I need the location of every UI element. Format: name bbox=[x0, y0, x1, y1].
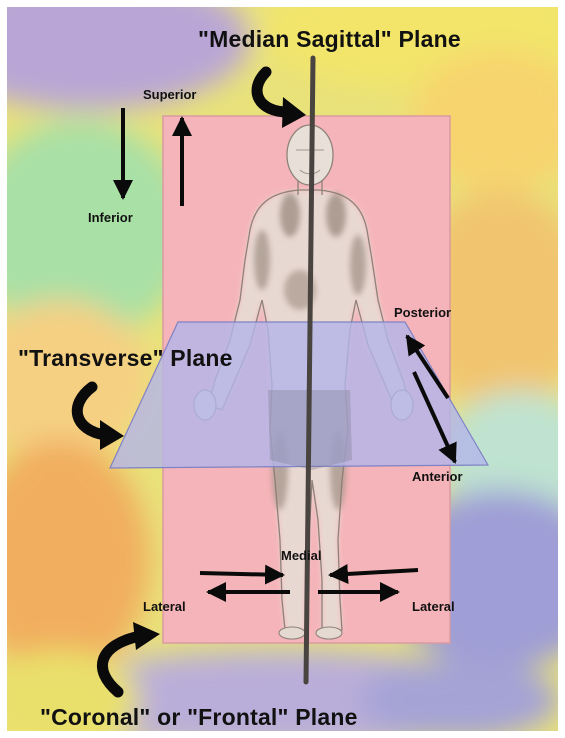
anterior-label: Anterior bbox=[412, 470, 463, 483]
medial-label: Medial bbox=[281, 549, 321, 562]
median-sagittal-plane-label: "Median Sagittal" Plane bbox=[198, 28, 461, 51]
coronal-frontal-plane-label: "Coronal" or "Frontal" Plane bbox=[40, 706, 358, 729]
posterior-label: Posterior bbox=[394, 306, 451, 319]
transverse-plane-label: "Transverse" Plane bbox=[18, 347, 233, 370]
lateral-left-label: Lateral bbox=[143, 600, 186, 613]
inferior-label: Inferior bbox=[88, 211, 133, 224]
lateral-right-label: Lateral bbox=[412, 600, 455, 613]
superior-label: Superior bbox=[143, 88, 196, 101]
medial-arrow-left bbox=[200, 573, 283, 575]
